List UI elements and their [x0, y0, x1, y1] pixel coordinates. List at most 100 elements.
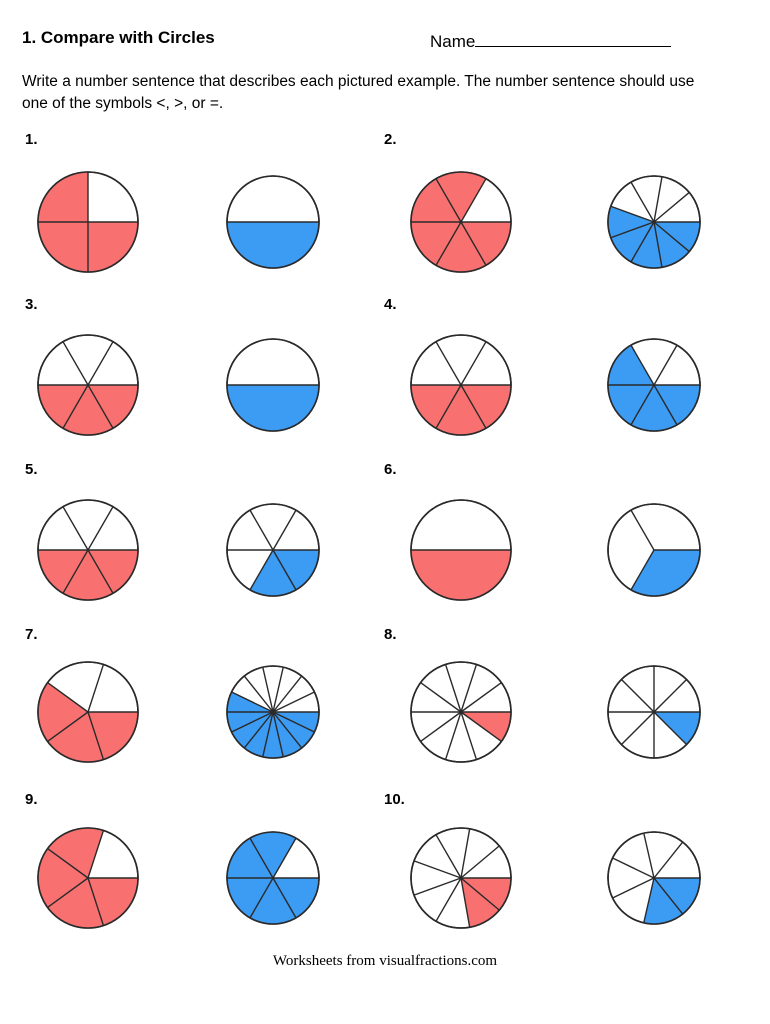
shaded-sector — [250, 550, 296, 597]
sector-divider-line — [249, 549, 274, 591]
sector-divider-line — [630, 549, 655, 591]
sector-divider-line — [620, 711, 655, 746]
sector-divider-line — [653, 384, 678, 426]
sector-divider-line — [272, 675, 303, 713]
fraction-circle — [410, 827, 512, 929]
sector-divider-line — [249, 877, 274, 919]
sector-divider-line — [435, 877, 462, 922]
fraction-circle — [410, 661, 512, 763]
shaded-sector — [643, 878, 683, 925]
sector-divider-line — [272, 666, 284, 713]
shaded-sector — [38, 682, 88, 742]
fraction-circle — [410, 334, 512, 436]
sector-divider-line — [630, 509, 655, 551]
sector-divider-line — [653, 877, 684, 915]
sector-divider-line — [630, 344, 655, 386]
sector-divider-line — [653, 344, 678, 386]
sector-divider-line — [272, 711, 303, 749]
shaded-sector — [262, 712, 284, 759]
sector-divider-line — [87, 830, 105, 879]
sector-divider-line — [249, 509, 274, 551]
sector-divider-line — [272, 549, 297, 591]
shaded-sector — [631, 222, 662, 269]
fraction-circle — [37, 827, 139, 929]
sector-divider-line — [272, 509, 297, 551]
sector-divider-line — [460, 178, 487, 223]
problem-number: 5. — [25, 461, 38, 478]
sector-divider-line — [435, 384, 462, 429]
sector-divider-line — [87, 877, 105, 926]
fraction-circle — [410, 499, 512, 601]
shaded-sector — [461, 878, 500, 928]
shaded-sector — [654, 222, 690, 268]
fraction-circle — [607, 665, 701, 759]
fraction-circle — [226, 665, 320, 759]
fraction-circle — [607, 831, 701, 925]
sector-divider-line — [460, 877, 471, 928]
sector-divider-line — [460, 664, 478, 713]
shaded-sector — [610, 222, 654, 262]
shaded-sector — [63, 385, 113, 435]
sector-divider-line — [653, 191, 690, 223]
sector-divider-line — [62, 506, 89, 551]
fraction-circle — [37, 499, 139, 601]
page-title: 1. Compare with Circles — [22, 28, 215, 47]
shaded-sector — [654, 878, 700, 914]
sector-divider-line — [620, 678, 655, 713]
sector-divider-line — [47, 877, 89, 908]
problem-number: 6. — [384, 461, 397, 478]
sector-divider-line — [653, 221, 690, 253]
sector-divider-line — [612, 857, 655, 879]
problem-number: 1. — [25, 131, 38, 148]
problem-number: 2. — [384, 131, 397, 148]
sector-divider-line — [47, 682, 89, 713]
fraction-circle — [37, 661, 139, 763]
shaded-sector — [227, 385, 319, 431]
fraction-circle — [607, 338, 701, 432]
sector-divider-line — [272, 837, 297, 879]
sector-divider-line — [420, 682, 462, 713]
shaded-sector — [436, 222, 486, 272]
sector-divider-line — [460, 711, 478, 760]
sector-divider-line — [272, 711, 315, 733]
sector-divider-line — [460, 877, 500, 911]
sector-divider-line — [444, 711, 462, 760]
problem-number: 9. — [25, 791, 38, 808]
sector-divider-line — [460, 845, 500, 879]
name-blank-line — [475, 28, 672, 47]
sector-divider-line — [444, 664, 462, 713]
sector-divider-line — [87, 711, 105, 760]
sector-divider-line — [435, 221, 462, 266]
shaded-sector — [88, 712, 138, 760]
shaded-sector — [227, 222, 319, 268]
sector-divider-line — [87, 384, 114, 429]
sector-divider-line — [435, 341, 462, 386]
sector-divider-line — [62, 384, 89, 429]
sector-divider-line — [413, 877, 462, 896]
sector-divider-line — [62, 341, 89, 386]
shaded-sector — [38, 222, 88, 272]
sector-divider-line — [272, 691, 315, 713]
shaded-sector — [273, 712, 315, 748]
sector-divider-line — [413, 860, 462, 879]
sector-divider-line — [653, 221, 663, 268]
sector-divider-line — [272, 877, 297, 919]
sector-divider-line — [87, 506, 114, 551]
fraction-circle — [226, 831, 320, 925]
sector-divider-line — [262, 711, 274, 758]
shaded-sector — [250, 831, 296, 878]
sector-divider-line — [460, 384, 487, 429]
sector-divider-line — [435, 178, 462, 223]
shaded-sector — [436, 172, 486, 222]
sector-divider-line — [610, 205, 655, 223]
instructions-text: Write a number sentence that describes e… — [22, 73, 695, 112]
sector-divider-line — [643, 832, 655, 879]
fraction-circle — [226, 503, 320, 597]
shaded-sector — [47, 828, 104, 878]
sector-divider-line — [460, 828, 471, 879]
sector-divider-line — [420, 711, 462, 742]
shaded-sector — [38, 172, 88, 222]
sector-divider-line — [460, 221, 487, 266]
problem-number: 3. — [25, 296, 38, 313]
